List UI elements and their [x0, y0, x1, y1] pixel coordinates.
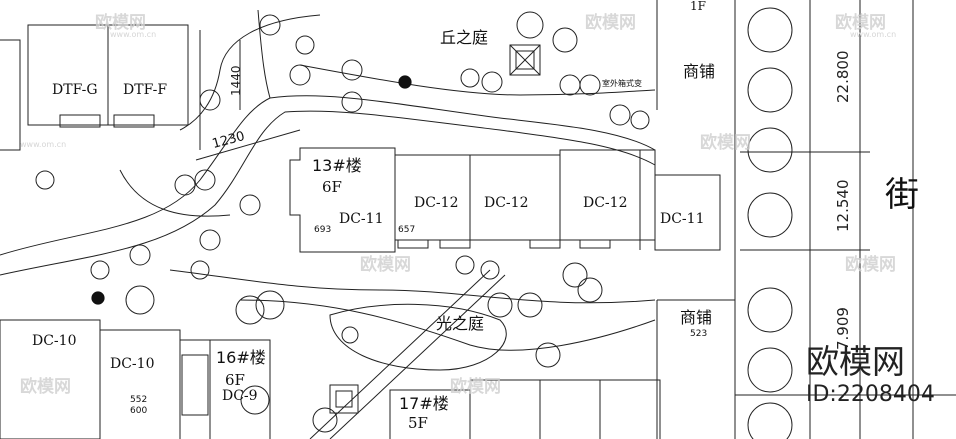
watermark-logo: 欧模网 [20, 377, 71, 397]
unit-number-657: 657 [398, 225, 416, 235]
dc9-label: DC-9 [222, 388, 258, 404]
unit-number-552: 552 [130, 395, 148, 405]
road-edge [0, 95, 656, 256]
shop-label-top: 商铺 [683, 62, 716, 81]
dc10-left-label: DC-10 [32, 333, 77, 349]
pavilion [329, 384, 359, 414]
dc12-c-label: DC-12 [583, 195, 628, 211]
dimension-22800: 22.800 [834, 50, 852, 104]
dimension-line [195, 129, 301, 161]
building-17-name: 17#楼 [399, 394, 449, 413]
building-13 [289, 147, 721, 253]
building-17-floors: 5F [408, 414, 428, 432]
road-curve [119, 169, 231, 217]
shop-number: 523 [690, 329, 708, 339]
dimension-12540: 12.540 [834, 179, 852, 233]
building-row [470, 379, 661, 439]
road-curve [257, 9, 271, 99]
dc12-a-label: DC-12 [414, 195, 459, 211]
garden-path [239, 299, 656, 351]
walkway [329, 274, 506, 439]
street-label: 街 [885, 175, 919, 215]
watermark-logo: 欧模网 [450, 377, 501, 397]
light-garden-label: 光之庭 [436, 314, 485, 333]
building-16-name: 16#楼 [216, 348, 266, 367]
dc11-right-label: DC-11 [660, 211, 705, 227]
building-16-floors: 6F [225, 371, 245, 389]
transformer-label: 室外箱式变 [602, 79, 642, 88]
dtf-f-label: DTF-F [123, 82, 168, 98]
watermark-id: ID:2208404 [806, 382, 935, 407]
watermark-logo: 欧模网 [845, 255, 896, 275]
building-13-name: 13#楼 [312, 156, 362, 175]
watermark-site: www.om.cn [110, 30, 157, 39]
light-garden-area [329, 303, 507, 371]
road-edge [0, 110, 656, 276]
road-edge [299, 64, 656, 96]
dc10-mid-label: DC-10 [110, 356, 155, 372]
dimension-1440: 1440 [229, 65, 243, 96]
watermark-logo: 欧模网 [700, 133, 751, 153]
unit-number-693: 693 [314, 225, 332, 235]
garden-path [169, 269, 656, 304]
hill-pyramid [509, 44, 541, 76]
watermark-logo: 欧模网 [360, 255, 411, 275]
building-edge [0, 39, 21, 151]
walkway [309, 269, 491, 439]
building-13-floors: 6F [322, 178, 342, 196]
building-17 [389, 389, 471, 439]
shop-outline [656, 0, 735, 439]
watermark-logo: 欧模网 [95, 13, 146, 33]
palm-tree-symbols [91, 75, 412, 305]
building-dc10-left [0, 319, 101, 439]
shop-label-bottom: 商铺 [680, 308, 713, 327]
dc11-left-label: DC-11 [339, 211, 384, 227]
hill-garden-label: 丘之庭 [440, 28, 489, 47]
dc12-b-label: DC-12 [484, 195, 529, 211]
dtf-g-label: DTF-G [52, 82, 98, 98]
watermark-logo: 欧模网 [835, 13, 886, 33]
watermark-site: www.om.cn [850, 30, 897, 39]
road-curve [179, 14, 321, 131]
unit-number-600: 600 [130, 406, 148, 416]
tree-group [35, 14, 650, 433]
street-trees [516, 7, 793, 439]
floor-label: 1F [690, 0, 706, 13]
watermark-site: www.om.cn [20, 140, 67, 149]
watermark-logo: 欧模网 [585, 13, 636, 33]
watermark-brand: 欧模网 [806, 342, 905, 381]
